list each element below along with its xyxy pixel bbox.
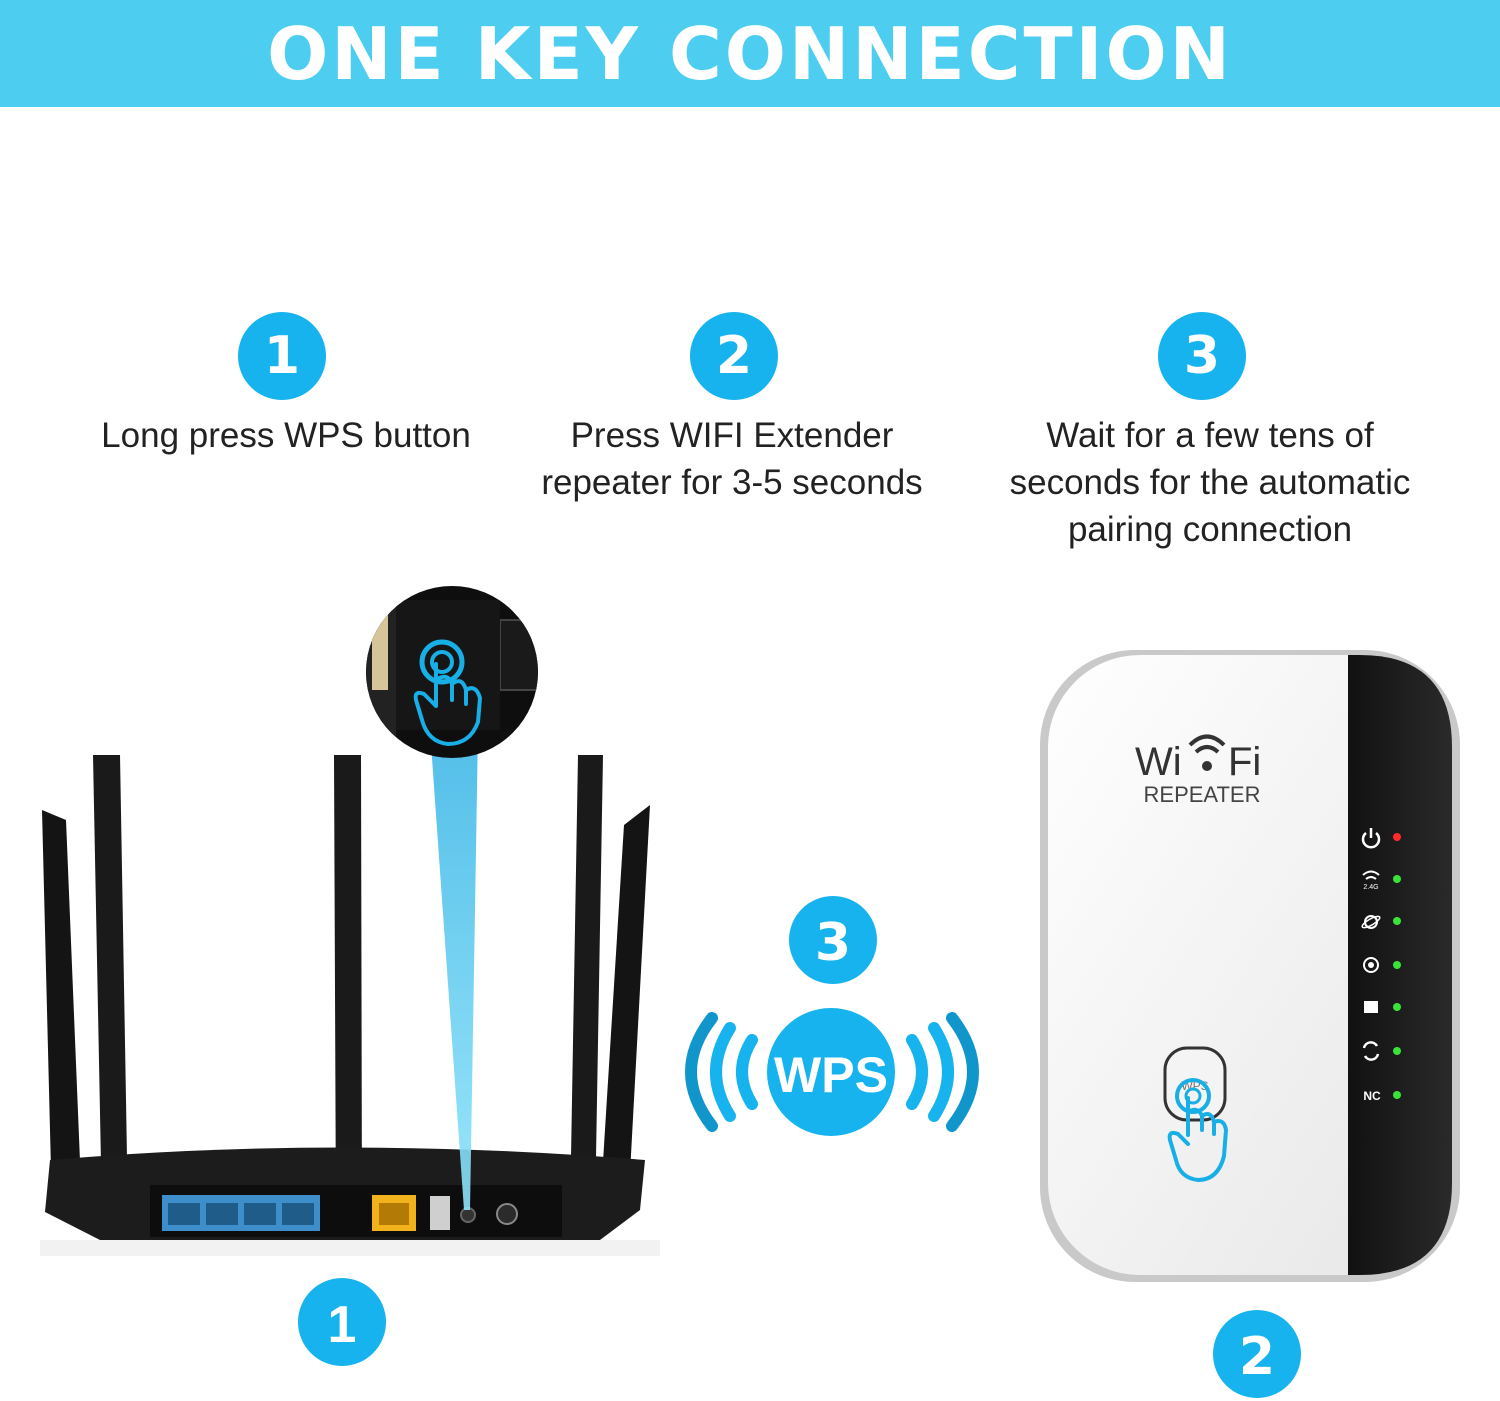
wave-icon — [736, 1034, 758, 1110]
repeater-brand-left: Wi — [1135, 740, 1182, 784]
repeater-subtitle: REPEATER — [1144, 782, 1261, 807]
step-3-badge: 3 — [1158, 312, 1246, 400]
repeater-image: Wi Fi REPEATER 2.4G — [1040, 650, 1460, 1282]
router-step-badge — [298, 1278, 386, 1366]
usb-port — [430, 1196, 450, 1230]
nc-label: NC — [1363, 1089, 1381, 1103]
banner-title: ONE KEY CONNECTION — [267, 11, 1233, 96]
internet-led — [1393, 917, 1401, 925]
wave-icon — [906, 1034, 928, 1110]
lan-led — [1393, 1003, 1401, 1011]
wifi-24g-icon — [1362, 870, 1380, 880]
wps-label: WPS — [774, 1047, 888, 1103]
wps-button-zoom — [366, 586, 538, 758]
wifi-24g-label: 2.4G — [1363, 884, 1378, 891]
wifi-led — [1393, 875, 1401, 883]
router-antenna — [570, 755, 603, 1215]
press-ring-icon — [419, 639, 465, 685]
signal-icon — [1363, 957, 1379, 973]
router-antenna — [600, 805, 650, 1210]
hand-icon — [413, 662, 482, 746]
wps-led — [1393, 1047, 1401, 1055]
step-3-text: Wait for a few tens of seconds for the a… — [1009, 416, 1411, 549]
zoom-beam — [430, 730, 478, 1210]
nc-led — [1393, 1091, 1401, 1099]
wps-signal: 3 WPS — [685, 896, 979, 1136]
hand-icon — [1167, 1096, 1228, 1182]
header-banner: ONE KEY CONNECTION — [0, 0, 1500, 107]
step-2-text: Press WIFI Extender repeater for 3-5 sec… — [541, 416, 923, 502]
signal-led — [1393, 961, 1401, 969]
wps-badge — [767, 1008, 895, 1136]
power-led — [1393, 833, 1401, 841]
lan-icon — [1364, 1001, 1378, 1013]
led-indicators: 2.4G NC — [1361, 828, 1401, 1103]
router-image — [40, 755, 660, 1256]
power-icon — [1361, 828, 1381, 849]
wps-step-badge — [789, 896, 877, 984]
repeater-step-badge — [1213, 1310, 1301, 1398]
wps-step-number: 3 — [815, 913, 851, 973]
router-wps-button[interactable] — [460, 1207, 476, 1223]
router-antenna — [42, 810, 82, 1210]
repeater-brand-right: Fi — [1228, 740, 1261, 784]
router-antenna — [334, 755, 362, 1225]
step-1-text: Long press WPS button — [101, 416, 471, 455]
power-jack — [496, 1203, 518, 1225]
router-step-number: 1 — [328, 1296, 357, 1354]
globe-icon — [1361, 915, 1381, 929]
step-2-badge: 2 — [690, 312, 778, 400]
router-antenna — [93, 755, 128, 1215]
repeater-step-number: 2 — [1239, 1327, 1275, 1387]
press-ring-icon — [1175, 1078, 1211, 1114]
sync-icon — [1362, 1041, 1380, 1061]
wifi-icon — [1188, 734, 1226, 771]
step-1-badge: 1 — [238, 312, 326, 400]
